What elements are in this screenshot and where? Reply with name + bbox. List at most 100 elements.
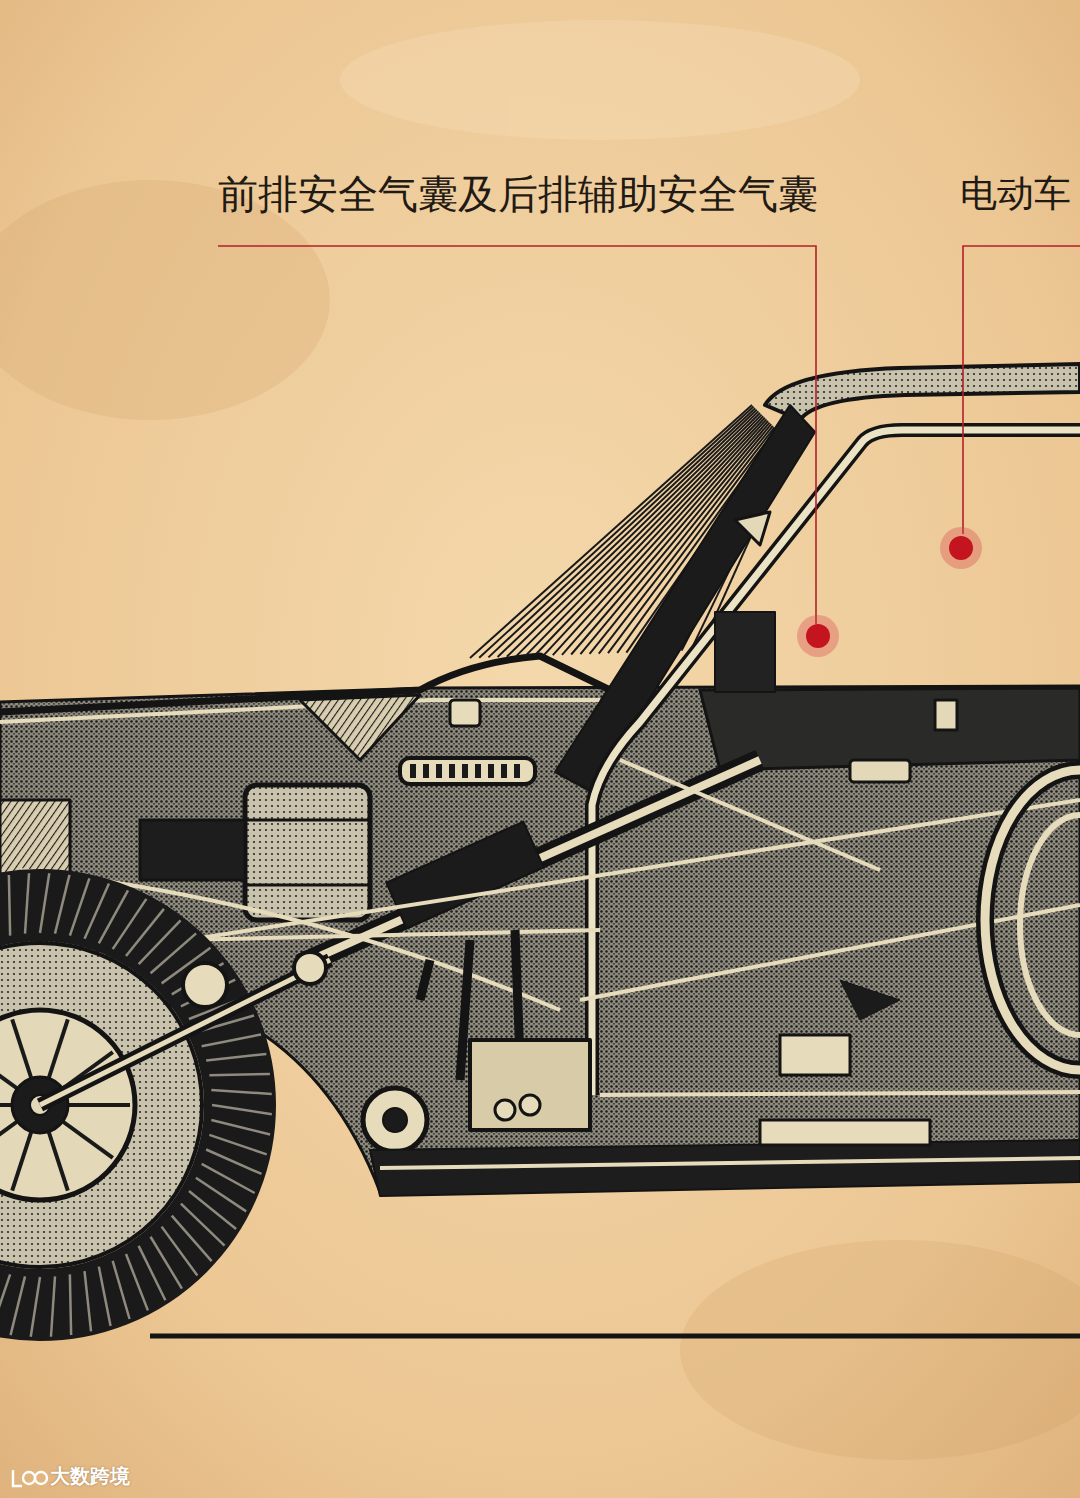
- grille-teeth: [514, 764, 520, 778]
- callout-leaders: [218, 246, 816, 624]
- ground-line: [150, 1334, 1080, 1339]
- grille-teeth: [410, 764, 416, 778]
- tyre-tread: [126, 1254, 148, 1310]
- car-body: [600, 1092, 1080, 1095]
- car-body: [294, 952, 326, 984]
- tyre-tread: [85, 1271, 92, 1331]
- callout-markers: [940, 527, 982, 569]
- tyre-tread: [113, 1261, 130, 1319]
- tyre-tread: [206, 1054, 266, 1061]
- tyre-tread: [181, 1204, 225, 1246]
- car-body: [40, 960, 330, 1105]
- tyre-tread: [11, 1276, 25, 1335]
- car-body: [370, 1140, 1080, 1196]
- car-body: [840, 980, 900, 1020]
- callout-markers: [949, 536, 973, 560]
- front-wheel: [0, 1010, 135, 1200]
- callout-leaders: [963, 246, 1080, 534]
- callout-markers: [806, 624, 830, 648]
- paper-stains: [680, 1240, 1080, 1460]
- car-body: [715, 612, 775, 692]
- car-body: [470, 1040, 590, 1130]
- tyre-tread: [70, 1274, 71, 1335]
- car-body: [985, 770, 1080, 1070]
- tyre-tread: [31, 1277, 40, 1337]
- tyre-tread: [212, 1105, 272, 1114]
- grille-teeth: [501, 764, 507, 778]
- tyre-tread: [172, 1216, 212, 1262]
- watermark-logo: [13, 1470, 47, 1486]
- car-body: [520, 1095, 540, 1115]
- tyre-tread: [55, 875, 69, 934]
- grille-teeth: [449, 764, 455, 778]
- front-wheel: [0, 943, 202, 1267]
- tyre-tread: [211, 1120, 270, 1134]
- grille-teeth: [423, 764, 429, 778]
- wheel-spokes: [0, 1019, 130, 1190]
- watermark-logo: [13, 1470, 22, 1486]
- tyre-tread: [209, 1074, 270, 1075]
- car-body: [985, 770, 1080, 1070]
- car-body: [450, 700, 480, 726]
- tyre-tread: [70, 878, 90, 935]
- tyre-tread: [40, 873, 49, 933]
- car-body: [180, 930, 600, 940]
- car-body: [383, 1108, 407, 1132]
- tyre-tread: [211, 1090, 271, 1094]
- car-body: [765, 364, 1080, 420]
- car-body: [380, 1158, 1080, 1168]
- car-body: [0, 700, 600, 722]
- car-body: [735, 512, 770, 545]
- front-wheel: [0, 905, 240, 1305]
- callout-label: 电动车: [960, 172, 1071, 216]
- watermark-logo: [35, 1472, 47, 1484]
- grille-teeth: [488, 764, 494, 778]
- callout-label: 前排安全气囊及后排辅助安全气囊: [218, 170, 818, 218]
- car-body: [40, 960, 330, 1105]
- tyre-tread: [139, 920, 181, 964]
- car-body: [780, 1035, 850, 1075]
- car-body: [140, 820, 245, 880]
- car-body: [363, 1088, 427, 1152]
- tyre-tread: [99, 890, 128, 943]
- car-body: [760, 1120, 930, 1145]
- car-body: [245, 884, 370, 887]
- car-body: [1020, 815, 1080, 1035]
- car-body: [0, 364, 1080, 1337]
- tyre-tread: [99, 1267, 111, 1326]
- car-body: [985, 770, 1080, 1070]
- tyre-tread: [202, 1164, 255, 1193]
- grille-teeth: [410, 764, 520, 778]
- callout-leaders: [218, 246, 1080, 624]
- car-body: [300, 695, 420, 760]
- callout-markers: [797, 615, 839, 657]
- car-body: [386, 822, 543, 929]
- car-body: [935, 700, 957, 730]
- car-body: [420, 960, 430, 1000]
- car-body: [245, 819, 370, 822]
- tyre-tread: [51, 1276, 55, 1336]
- watermark-logo: [23, 1472, 35, 1484]
- grille-teeth: [462, 764, 468, 778]
- tyre-tread: [196, 1178, 246, 1212]
- tyre-tread: [139, 1246, 166, 1300]
- callout-markers: [797, 527, 982, 657]
- watermark: 大数跨境: [50, 1464, 130, 1488]
- car-body: [580, 905, 1080, 1000]
- car-body: [400, 758, 535, 784]
- tyre-tread: [209, 1135, 266, 1155]
- car-body: [620, 760, 880, 870]
- grille-teeth: [475, 764, 481, 778]
- car-body: [850, 760, 910, 782]
- tyre-tread: [162, 1227, 198, 1276]
- tyre-tread: [9, 875, 10, 936]
- car-body: [495, 1100, 515, 1120]
- tyre-tread: [0, 1274, 10, 1331]
- tyre-tread: [189, 1191, 236, 1229]
- car-body: [245, 785, 370, 920]
- tyre-tread: [25, 873, 29, 933]
- tyre-tread: [113, 899, 147, 949]
- car-body: [183, 963, 227, 1007]
- tyre-tread: [126, 909, 164, 956]
